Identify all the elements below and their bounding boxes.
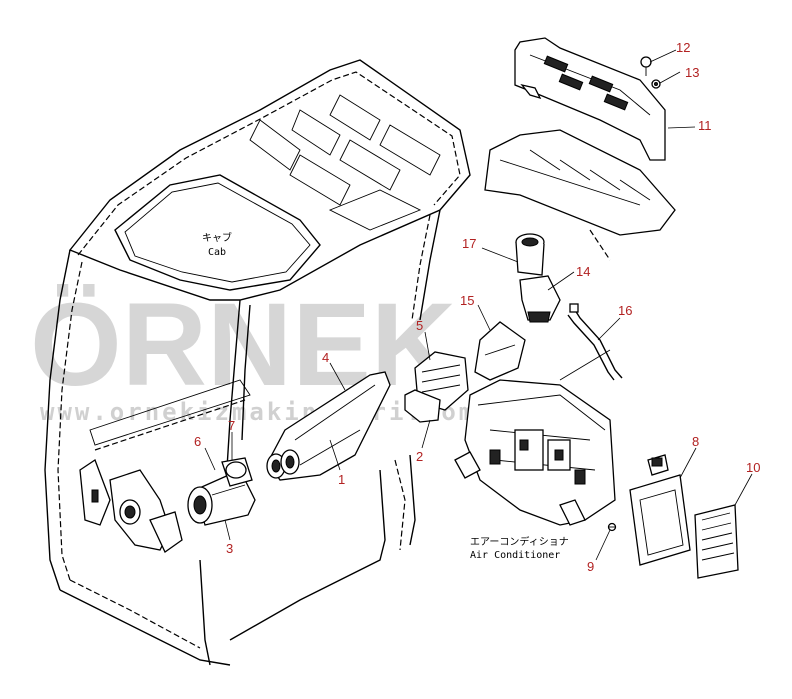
callout-10: 10: [746, 460, 760, 475]
louver-15: [474, 321, 526, 381]
part-3-6-7: [187, 457, 256, 526]
ac-label-en: Air Conditioner: [470, 550, 560, 561]
nozzle-17: [515, 233, 545, 276]
callout-16: 16: [618, 303, 632, 318]
hose-16: [567, 303, 623, 381]
bolt-12: [640, 56, 652, 76]
air-conditioner-unit: [454, 379, 616, 526]
cover-panel: [484, 129, 676, 261]
cab-label-jp: キャブ: [202, 231, 232, 244]
callout-7: 7: [228, 418, 235, 433]
part-2: [404, 389, 441, 423]
callout-4: 4: [322, 350, 329, 365]
cab-label-en: Cab: [208, 247, 226, 258]
washer-13: [651, 79, 661, 89]
screw-9: [607, 522, 617, 532]
callout-6: 6: [194, 434, 201, 449]
filter-housing-8: [629, 454, 691, 566]
callout-11: 11: [698, 118, 712, 133]
text-labels: キャブ Cab エアーコンディショナ Air Conditioner: [202, 231, 569, 561]
cab-frame: [44, 59, 471, 666]
filter-10: [694, 504, 739, 579]
callout-17: 17: [462, 236, 476, 251]
callout-9: 9: [587, 559, 594, 574]
console-parts: [79, 459, 183, 553]
callout-3: 3: [226, 541, 233, 556]
callout-15: 15: [460, 293, 474, 308]
callout-5: 5: [416, 318, 423, 333]
callout-2: 2: [416, 449, 423, 464]
leader-lines: [204, 49, 753, 561]
duct-1-4: [266, 371, 391, 481]
callout-13: 13: [685, 65, 699, 80]
callout-numbers: 1 2 3 4 5 6 7 8 9 10 11 12 13 14 15 16 1…: [194, 40, 760, 574]
roof-duct-11: [514, 37, 666, 161]
callout-1: 1: [338, 472, 345, 487]
callout-12: 12: [676, 40, 690, 55]
watermark: ÖRNEK www.ornekizmakinalari.com.tr: [30, 279, 526, 426]
callout-14: 14: [576, 264, 590, 279]
elbow-14: [519, 275, 561, 323]
callout-8: 8: [692, 434, 699, 449]
ac-label-jp: エアーコンディショナ: [470, 535, 569, 548]
